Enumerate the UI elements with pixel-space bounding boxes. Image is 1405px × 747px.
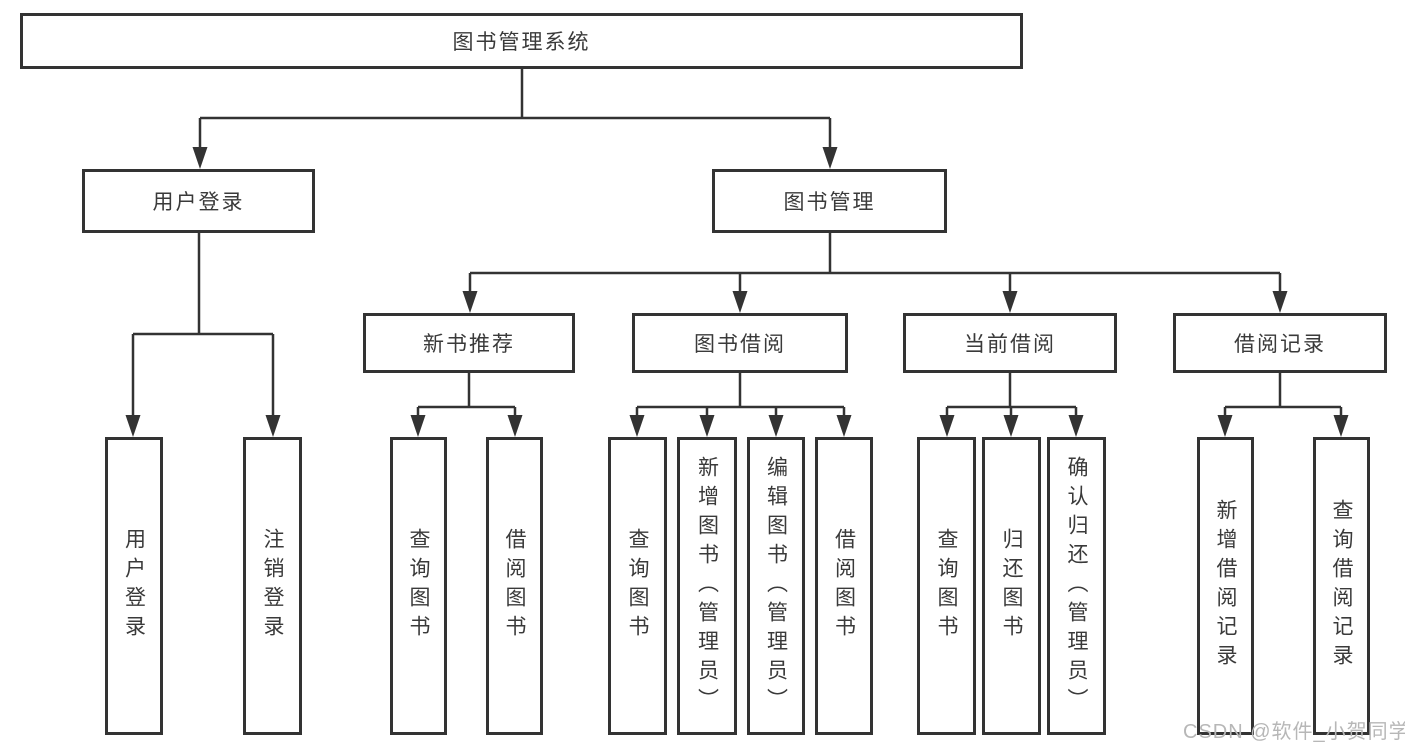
leaf-logout-label: 注销登录 <box>261 528 284 644</box>
leaf-return-book: 归还图书 <box>982 437 1041 735</box>
leaf-add-borrowing-record-label: 新增借阅记录 <box>1214 499 1237 673</box>
leaf-edit-book-admin: 编辑图书（管理员） <box>747 437 805 735</box>
leaf-confirm-return-admin: 确认归还（管理员） <box>1047 437 1106 735</box>
leaf-add-book-admin: 新增图书（管理员） <box>677 437 737 735</box>
node-book-borrowing: 图书借阅 <box>632 313 848 373</box>
leaf-query-books-recommendation: 查询图书 <box>390 437 447 735</box>
node-current-borrowing: 当前借阅 <box>903 313 1117 373</box>
leaf-edit-book-admin-label: 编辑图书（管理员） <box>764 455 788 717</box>
csdn-watermark: CSDN @软件_小贺同学 <box>1183 721 1405 743</box>
leaf-borrow-books-recommendation: 借阅图书 <box>486 437 543 735</box>
node-user-login: 用户登录 <box>82 169 315 233</box>
leaf-add-borrowing-record: 新增借阅记录 <box>1197 437 1254 735</box>
leaf-query-books-borrowing: 查询图书 <box>608 437 667 735</box>
node-borrowing-records: 借阅记录 <box>1173 313 1387 373</box>
node-root: 图书管理系统 <box>20 13 1023 69</box>
leaf-query-borrowing-record-label: 查询借阅记录 <box>1330 499 1353 673</box>
leaf-query-borrowing-record: 查询借阅记录 <box>1313 437 1370 735</box>
leaf-borrow-books-borrowing-label: 借阅图书 <box>832 528 856 644</box>
leaf-borrow-books-borrowing: 借阅图书 <box>815 437 873 735</box>
leaf-query-books-current-label: 查询图书 <box>935 528 958 644</box>
leaf-logout: 注销登录 <box>243 437 302 735</box>
leaf-query-books-recommendation-label: 查询图书 <box>407 528 430 644</box>
leaf-return-book-label: 归还图书 <box>1000 528 1023 644</box>
node-book-management: 图书管理 <box>712 169 947 233</box>
leaf-user-login-label: 用户登录 <box>122 528 146 644</box>
leaf-user-login: 用户登录 <box>105 437 163 735</box>
leaf-add-book-admin-label: 新增图书（管理员） <box>695 455 719 717</box>
leaf-borrow-books-recommendation-label: 借阅图书 <box>503 528 526 644</box>
leaf-query-books-borrowing-label: 查询图书 <box>626 528 649 644</box>
leaf-query-books-current: 查询图书 <box>917 437 976 735</box>
leaf-confirm-return-admin-label: 确认归还（管理员） <box>1065 455 1088 717</box>
node-new-book-recommendation: 新书推荐 <box>363 313 575 373</box>
